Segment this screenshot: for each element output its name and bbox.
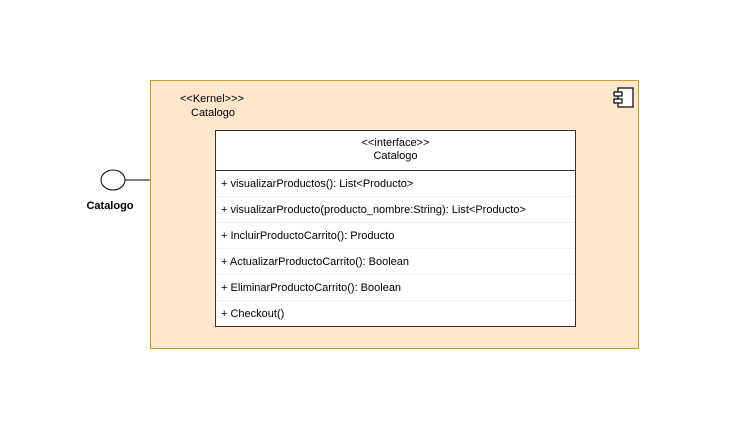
- operation-item: + IncluirProductoCarrito(): Producto: [216, 223, 575, 249]
- operation-item: + visualizarProductos(): List<Producto>: [216, 171, 575, 197]
- interface-stereotype: <<interface>>: [361, 137, 430, 149]
- operation-item: + Checkout(): [221, 308, 285, 320]
- operation-item: + visualizarProducto(producto_nombre:Str…: [216, 197, 575, 223]
- interface-class-box[interactable]: <<interface>> Catalogo + visualizarProdu…: [215, 130, 576, 327]
- interface-name: Catalogo: [373, 150, 418, 162]
- operations-list: + visualizarProductos(): List<Producto> …: [216, 171, 575, 327]
- component-stereotype: <<Kernel>>>: [180, 93, 244, 105]
- kernel-component[interactable]: <<Kernel>>> Catalogo <<interface>> Catal…: [150, 80, 639, 349]
- operation-item: + ActualizarProductoCarrito(): Boolean: [216, 249, 575, 275]
- interface-header: <<interface>> Catalogo: [216, 131, 575, 171]
- operation-item: + EliminarProductoCarrito(): Boolean: [216, 275, 575, 301]
- uml-component-icon: [613, 87, 634, 108]
- component-name: Catalogo: [191, 107, 236, 119]
- lollipop-circle: [100, 169, 126, 191]
- provided-interface-lollipop: [100, 169, 151, 191]
- provided-interface-label: Catalogo: [86, 200, 134, 212]
